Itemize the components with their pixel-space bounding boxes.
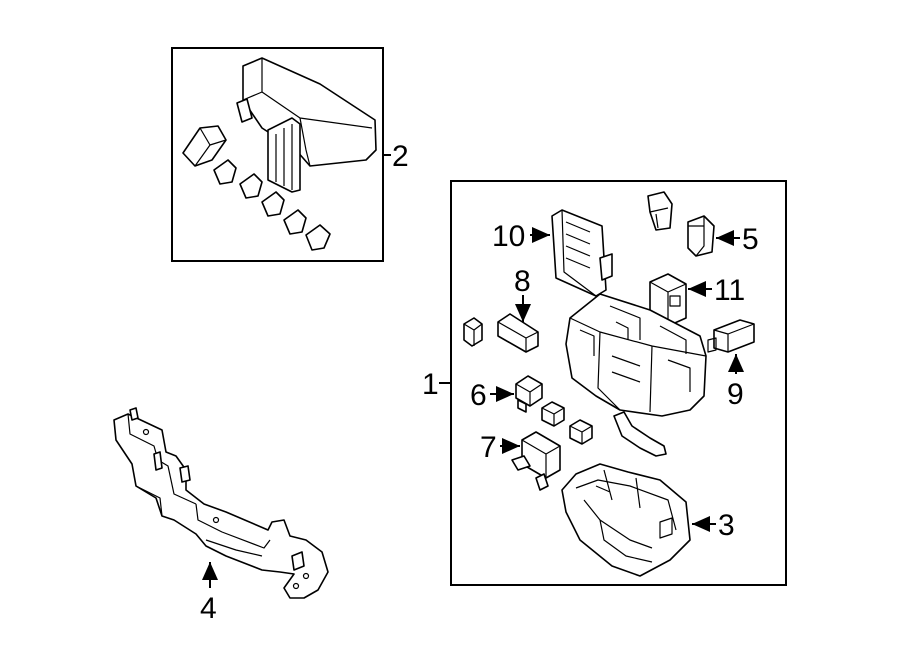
relay-module <box>551 209 613 297</box>
lower-housing <box>561 463 691 577</box>
callout-9: 9 <box>727 378 744 411</box>
connector <box>707 319 755 353</box>
callout-6: 6 <box>470 379 487 412</box>
retaining-clips <box>213 159 331 251</box>
relay <box>687 215 715 257</box>
fuse-strip <box>497 313 539 353</box>
mounting-bracket <box>113 407 329 599</box>
callout-10: 10 <box>492 220 525 253</box>
callout-11: 11 <box>714 274 745 307</box>
fuse-relay-box <box>565 293 707 457</box>
mini-relay-top <box>647 191 673 231</box>
callout-5: 5 <box>742 223 759 256</box>
callout-1: 1 <box>422 368 439 401</box>
mini-fuse <box>463 317 483 347</box>
blade-fuses <box>515 375 593 445</box>
callout-3: 3 <box>718 509 735 542</box>
callout-7: 7 <box>480 431 497 464</box>
fuse-box-cover <box>236 57 377 193</box>
callout-2: 2 <box>392 140 409 173</box>
relay-bracket <box>511 431 561 491</box>
fuse-puller <box>182 125 227 167</box>
callout-4: 4 <box>200 592 217 625</box>
callout-8: 8 <box>514 265 531 298</box>
